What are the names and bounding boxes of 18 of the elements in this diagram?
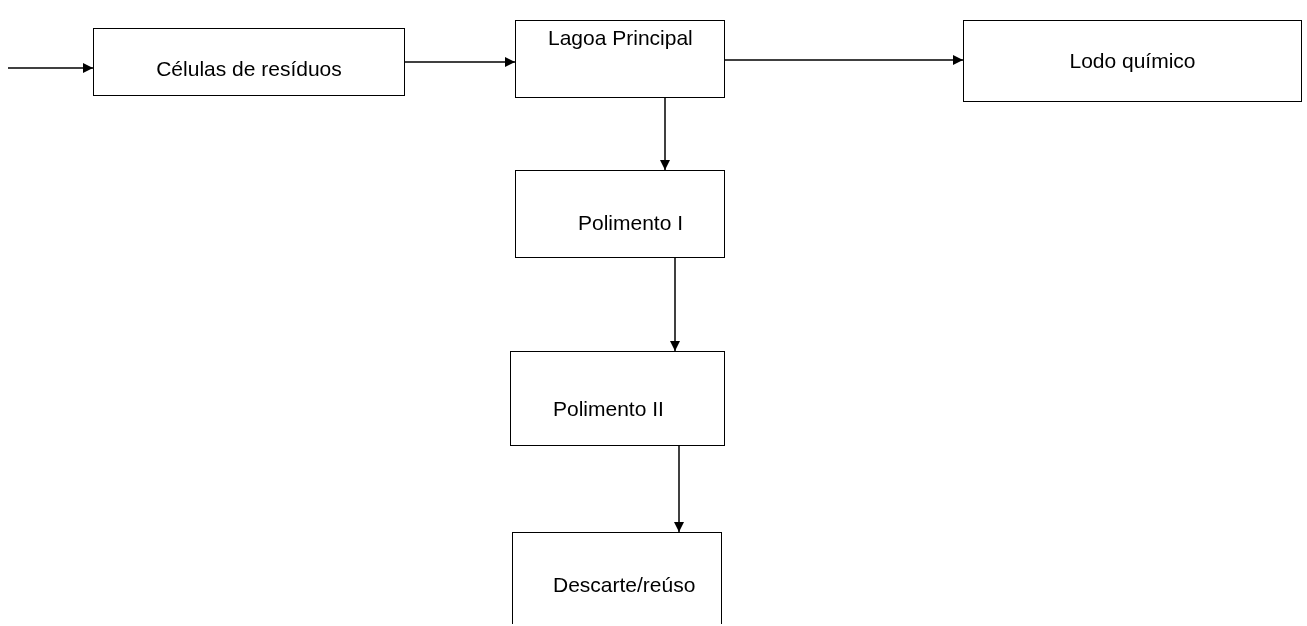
arrow bbox=[670, 257, 680, 352]
process-box bbox=[963, 20, 1302, 102]
arrow bbox=[660, 97, 670, 171]
process-box bbox=[515, 170, 725, 258]
arrow bbox=[7, 63, 94, 73]
box-label: Polimento II bbox=[553, 397, 664, 421]
process-box bbox=[512, 532, 722, 624]
arrow bbox=[674, 445, 684, 533]
box-label: Células de resíduos bbox=[155, 57, 343, 81]
process-box bbox=[510, 351, 725, 446]
box-label: Lodo químico bbox=[1068, 49, 1197, 73]
process-box bbox=[515, 20, 725, 98]
arrow bbox=[404, 57, 516, 67]
box-label: Polimento I bbox=[578, 211, 684, 235]
arrow bbox=[724, 55, 964, 65]
box-label: Lagoa Principal bbox=[548, 26, 693, 50]
process-box bbox=[93, 28, 405, 96]
box-label: Descarte/reúso bbox=[553, 573, 696, 597]
